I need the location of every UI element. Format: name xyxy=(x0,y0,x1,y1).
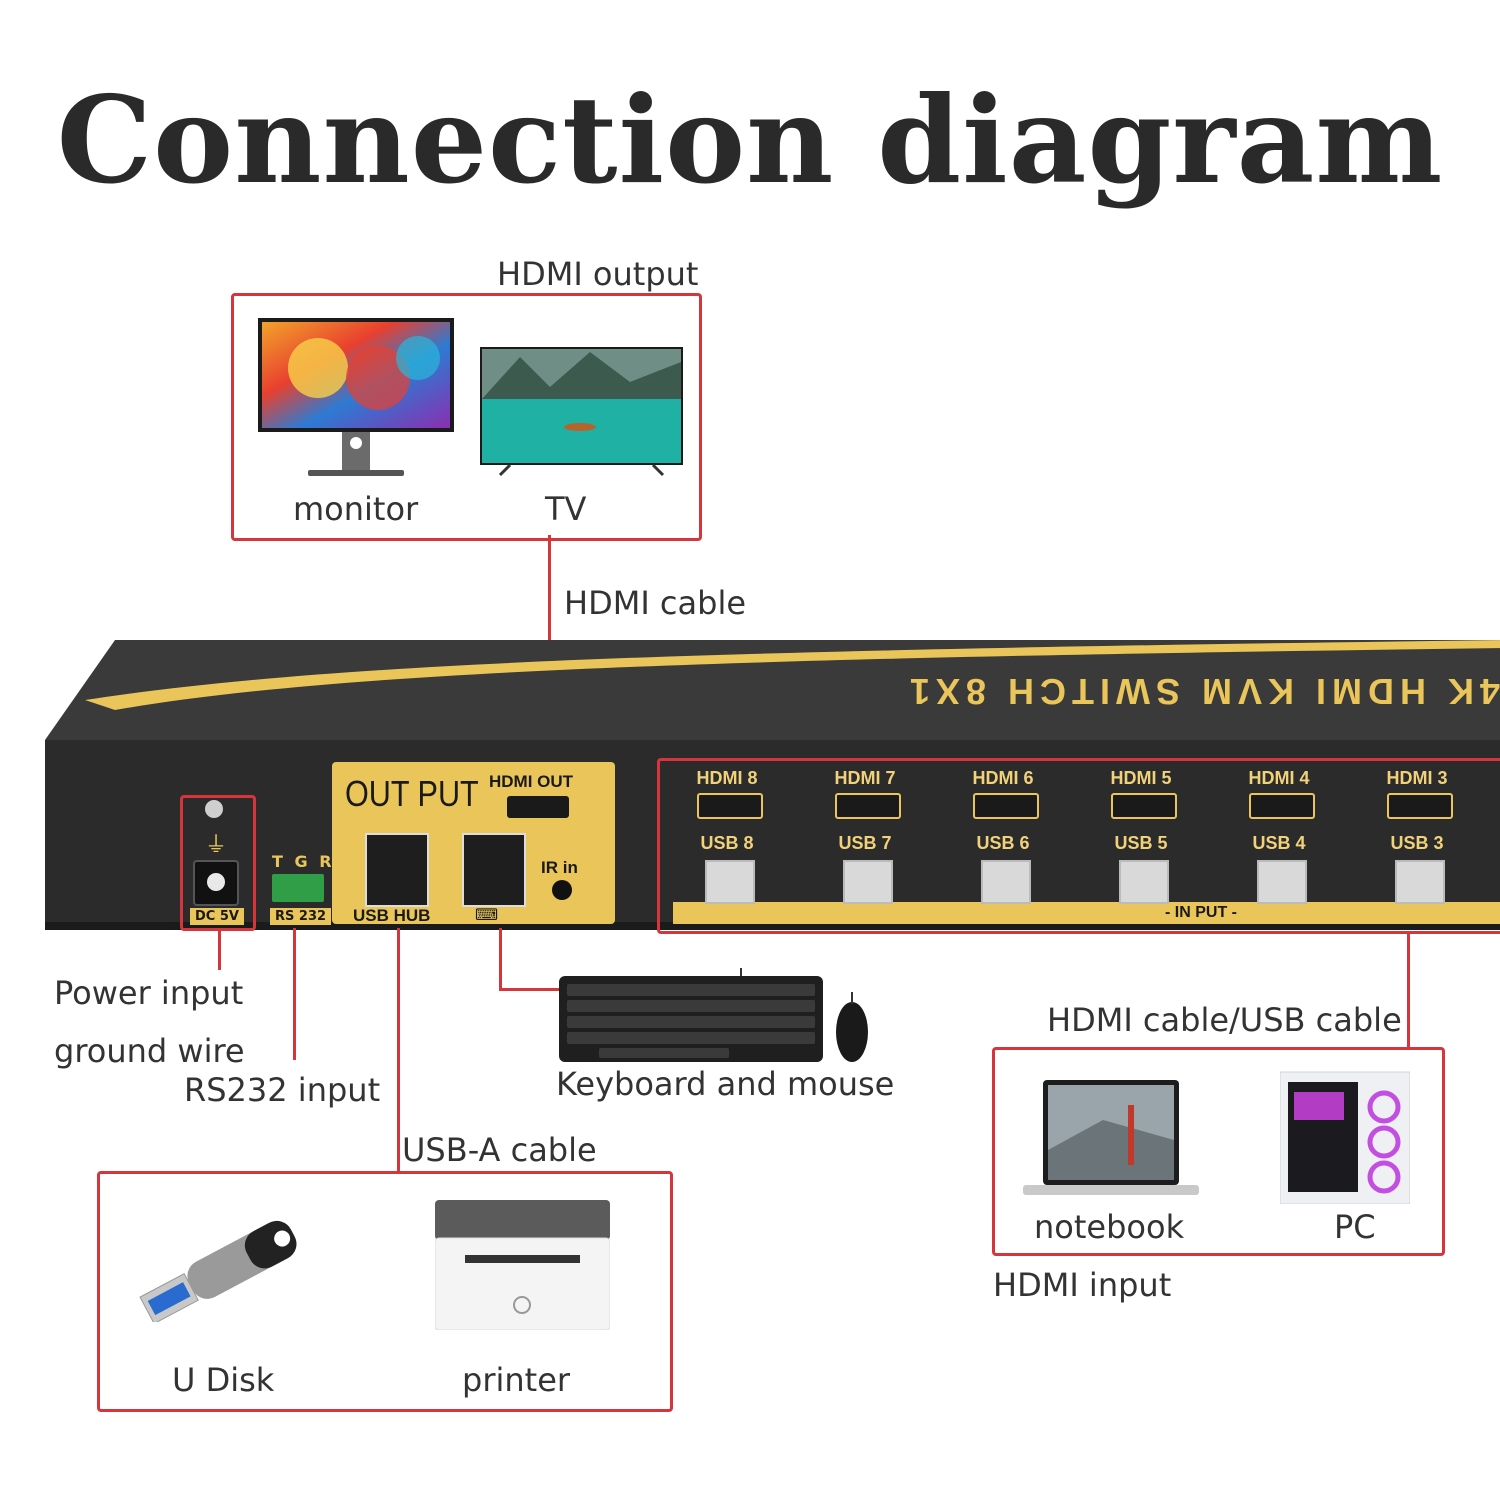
usb-port-label: USB 8 xyxy=(700,833,754,853)
tv-image xyxy=(480,347,683,477)
hdmi-usb-cable-label: HDMI cable/USB cable xyxy=(1047,1001,1402,1039)
pc-image xyxy=(1279,1062,1411,1205)
usb-b-port-icon xyxy=(1119,860,1169,904)
hdmi-output-box xyxy=(231,293,702,541)
usb-port-label: USB 4 xyxy=(1252,833,1306,853)
ground-screw-icon xyxy=(205,800,223,818)
hdmi-port-icon xyxy=(835,793,901,819)
keyboard-connector-line-h xyxy=(499,988,559,991)
notebook-label: notebook xyxy=(1034,1208,1185,1246)
hdmi-port-label: HDMI 6 xyxy=(972,768,1034,788)
u-disk-image xyxy=(130,1210,315,1325)
hdmi-cable-label: HDMI cable xyxy=(564,584,747,622)
usb-port-label: USB 5 xyxy=(1114,833,1168,853)
hdmi-out-label: HDMI OUT xyxy=(489,772,574,791)
tgr-label: T G R xyxy=(272,852,335,871)
usb-b-port-icon xyxy=(1395,860,1445,904)
hdmi-port-label: HDMI 8 xyxy=(696,768,758,788)
dc-jack-icon xyxy=(193,860,239,906)
usb-hub-label: USB HUB xyxy=(353,906,431,925)
usb-b-port-icon xyxy=(705,860,755,904)
usb-port-label: USB 3 xyxy=(1390,833,1444,853)
hdmi-port-icon xyxy=(697,793,763,819)
hdmi-out-port-icon xyxy=(507,796,569,818)
output-title: OUT PUT xyxy=(345,773,479,814)
usb-hub-connector-line xyxy=(397,928,400,1173)
pc-label: PC xyxy=(1334,1208,1376,1246)
keyboard-mouse-port-icon xyxy=(462,833,526,907)
device-brand-text: 4K HDMI KVM SWITCH 8X1 xyxy=(903,671,1500,712)
usb-b-port-icon xyxy=(981,860,1031,904)
power-connector-line xyxy=(218,928,221,970)
usb-port-label: USB 7 xyxy=(838,833,892,853)
keyboard-image xyxy=(559,968,823,1064)
u-disk-label: U Disk xyxy=(172,1361,275,1399)
hdmi-input-box xyxy=(992,1047,1445,1256)
hdmi-port-label: HDMI 5 xyxy=(1110,768,1172,788)
rs232-input-label: RS232 input xyxy=(184,1071,381,1109)
keyboard-mouse-label: Keyboard and mouse xyxy=(556,1065,895,1103)
usb-a-cable-label: USB-A cable xyxy=(402,1131,597,1169)
printer-image xyxy=(434,1200,611,1331)
usb-port-label: USB 6 xyxy=(976,833,1030,853)
input-strip xyxy=(673,902,1500,924)
page-title: Connection diagram xyxy=(56,70,1444,211)
rs232-terminal-icon xyxy=(272,874,324,902)
hdmi-input-label: HDMI input xyxy=(993,1266,1172,1304)
keyboard-mouse-icon: ⌨ xyxy=(475,905,499,924)
usb-b-port-icon xyxy=(843,860,893,904)
rs232-port-label: RS 232 xyxy=(270,908,332,925)
ir-in-label: IR in xyxy=(541,858,578,877)
ground-symbol-icon: ⏚ xyxy=(205,833,228,858)
hdmi-port-icon xyxy=(1249,793,1315,819)
mouse-image xyxy=(835,992,869,1064)
tv-label: TV xyxy=(545,490,587,528)
dc-label: DC 5V xyxy=(190,908,244,925)
hdmi-output-label: HDMI output xyxy=(497,255,699,293)
input-panel-box xyxy=(657,758,1500,934)
notebook-image xyxy=(1023,1080,1199,1202)
hdmi-port-label: HDMI 4 xyxy=(1248,768,1310,788)
printer-label: printer xyxy=(462,1361,571,1399)
input-connector-line xyxy=(1407,932,1410,1050)
kvm-switch-device: 4K HDMI KVM SWITCH 8X1 ⏚ DC 5V T G R RS … xyxy=(45,640,1500,934)
keyboard-connector-line-v xyxy=(499,928,502,990)
hdmi-port-icon xyxy=(973,793,1039,819)
monitor-label: monitor xyxy=(293,490,419,528)
hdmi-port-label: HDMI 7 xyxy=(834,768,896,788)
ground-wire-label: ground wire xyxy=(54,1032,245,1070)
power-input-label: Power input xyxy=(54,974,244,1012)
usb-b-port-icon xyxy=(1257,860,1307,904)
hdmi-port-icon xyxy=(1387,793,1453,819)
usb-hub-port-icon xyxy=(365,833,429,907)
usb-a-devices-box xyxy=(97,1171,673,1412)
rs232-connector-line xyxy=(293,928,296,1060)
input-label: - IN PUT - xyxy=(1165,904,1237,921)
monitor-image xyxy=(258,318,454,478)
ir-jack-icon xyxy=(552,880,572,900)
hdmi-port-label: HDMI 3 xyxy=(1386,768,1448,788)
hdmi-port-icon xyxy=(1111,793,1177,819)
